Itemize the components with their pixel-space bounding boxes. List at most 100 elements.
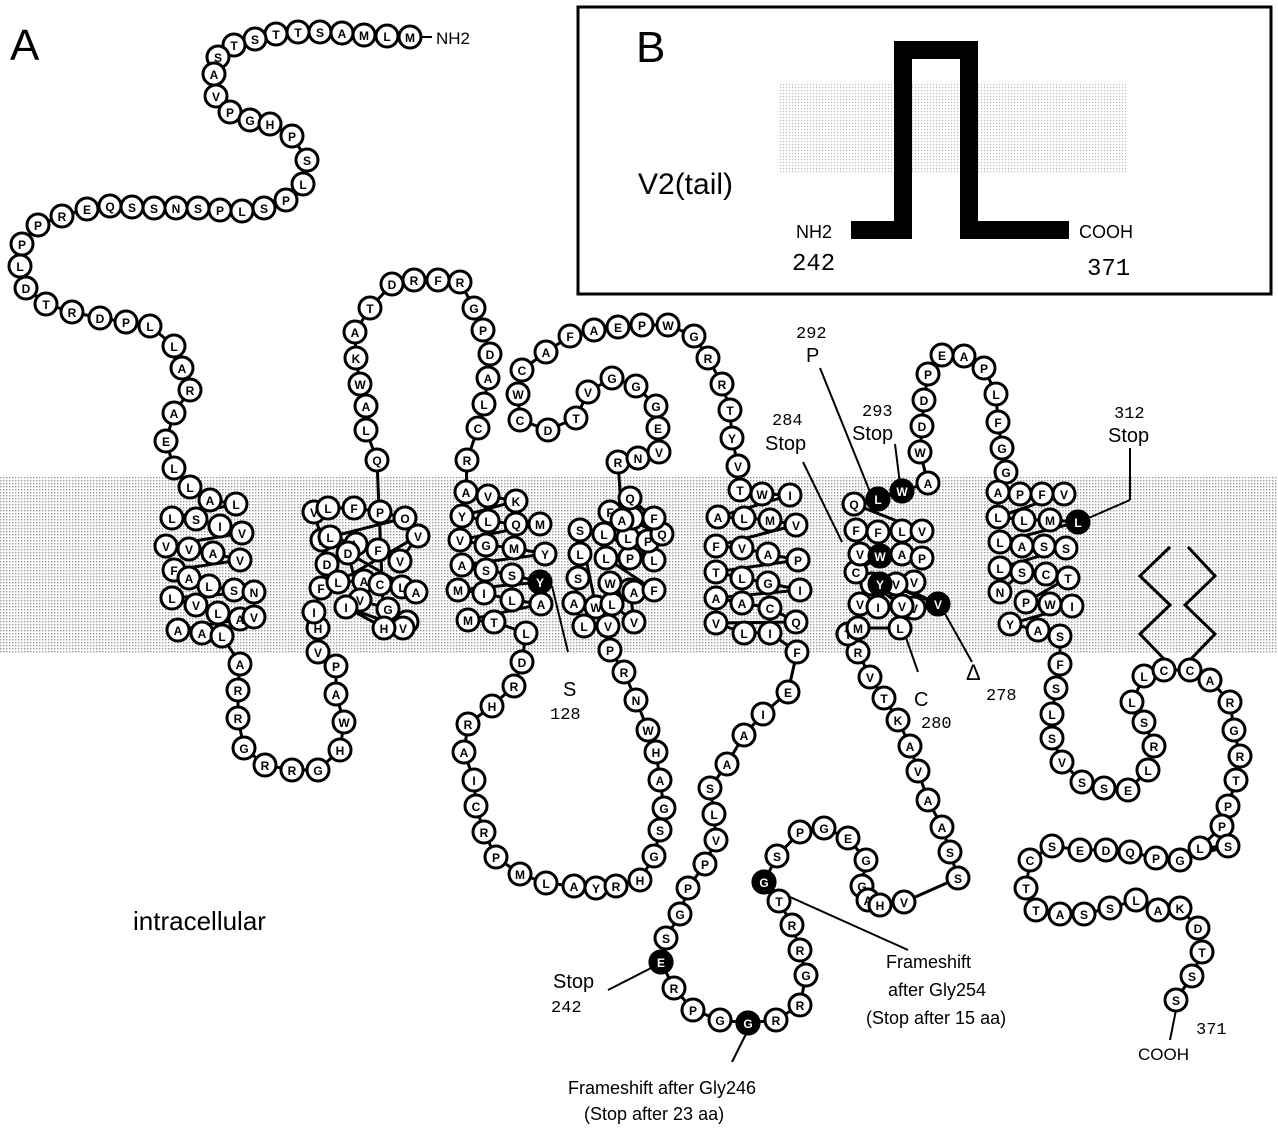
residue: T [565,407,587,429]
residue-letter: S [303,154,311,168]
residue: T [729,479,751,501]
residue: W [657,314,679,336]
residue: S [185,508,207,530]
residue-letter: L [168,512,175,526]
residue-letter: E [938,349,946,363]
residue-letter: F [852,524,859,538]
residue: V [859,666,881,688]
residue-letter: S [1040,540,1048,554]
residue: L [733,622,755,644]
residue: D [911,415,933,437]
residue-letter: M [463,614,473,628]
residue: L [1013,509,1035,531]
residue: L [161,587,183,609]
residue-letter: V [484,490,492,504]
residue-letter: V [734,460,742,474]
ann-293-num: 293 [862,403,893,422]
residue-letter: G [743,1017,752,1031]
residue-letter: L [508,594,515,608]
fs246-line2: (Stop after 23 aa) [584,1104,724,1124]
residue: N [627,447,649,469]
residue-letter: L [205,580,212,594]
residue: H [373,617,395,639]
residue-letter: A [209,547,218,561]
residue: L [139,315,161,337]
residue-letter: E [83,203,91,217]
residue: D [537,419,559,441]
residue: R [1229,745,1251,767]
residue-letter: L [146,320,153,334]
residue-letter: T [736,484,744,498]
residue: C [1153,659,1175,681]
residue-letter: P [794,554,802,568]
residue-letter: P [332,660,340,674]
residue: S [1049,625,1071,647]
residue: D [15,277,37,299]
residue: A [167,619,189,641]
residue-letter: T [880,692,888,706]
residue: A [1199,669,1221,691]
residue-letter: I [218,520,221,534]
residue: S [649,819,671,841]
residue: F [845,519,867,541]
residue: G [643,845,665,867]
residue: K [505,490,527,512]
residue: P [275,189,297,211]
residue-letter: L [480,398,487,412]
residue: H [481,695,503,717]
residue-letter: P [288,130,296,144]
residue-letter: G [239,742,248,756]
intracellular-label: intracellular [133,906,266,936]
residue: D [381,273,403,295]
residue: P [472,319,494,341]
residue-letter: V [1060,488,1068,502]
residue: L [501,589,523,611]
residue: A [953,345,975,367]
residue-letter: N [250,586,259,600]
residue: F [343,497,365,519]
panel-b-cooh: COOH [1079,222,1133,242]
residue-letter: V [655,446,663,460]
residue-letter: F [566,330,573,344]
residue-letter: P [626,552,634,566]
residue: Q [99,195,121,217]
residue-letter: G [801,969,810,983]
residue: A [705,587,727,609]
residue: R [51,205,73,227]
residue-letter: S [1106,902,1114,916]
residue: Q [843,493,865,515]
residue-letter: H [652,746,661,760]
residue: F [367,539,389,561]
residue-letter: A [170,407,179,421]
residue: S [569,519,591,541]
residue: R [281,759,303,781]
residue-letter: R [854,646,863,660]
residue-letter: A [712,592,721,606]
residue: R [227,707,249,729]
residue-letter: Q [625,492,634,506]
residue: E [777,681,799,703]
residue-letter: R [772,1014,781,1028]
residue: A [931,816,953,838]
residue-letter: F [994,416,1001,430]
residue: S [501,564,523,586]
fs246-line1: Frameshift after Gly246 [568,1078,756,1098]
residue: R [1143,735,1165,757]
residue: V [155,535,177,557]
residue: S [1071,771,1093,793]
residue: L [179,476,201,498]
residue: A [716,753,738,775]
residue-letter: P [226,106,234,120]
panel-b-start: 242 [792,251,835,278]
residue-letter: C [518,364,527,378]
residue: P [789,821,811,843]
residue: G [475,534,497,556]
highlighted-residue: E [650,951,672,973]
residue-letter: W [354,378,366,392]
residue-letter: W [512,388,524,402]
residue-letter: G [675,908,684,922]
residue: S [244,28,266,50]
residue-letter: R [480,826,489,840]
residue-letter: L [170,462,177,476]
residue-letter: D [323,558,332,572]
